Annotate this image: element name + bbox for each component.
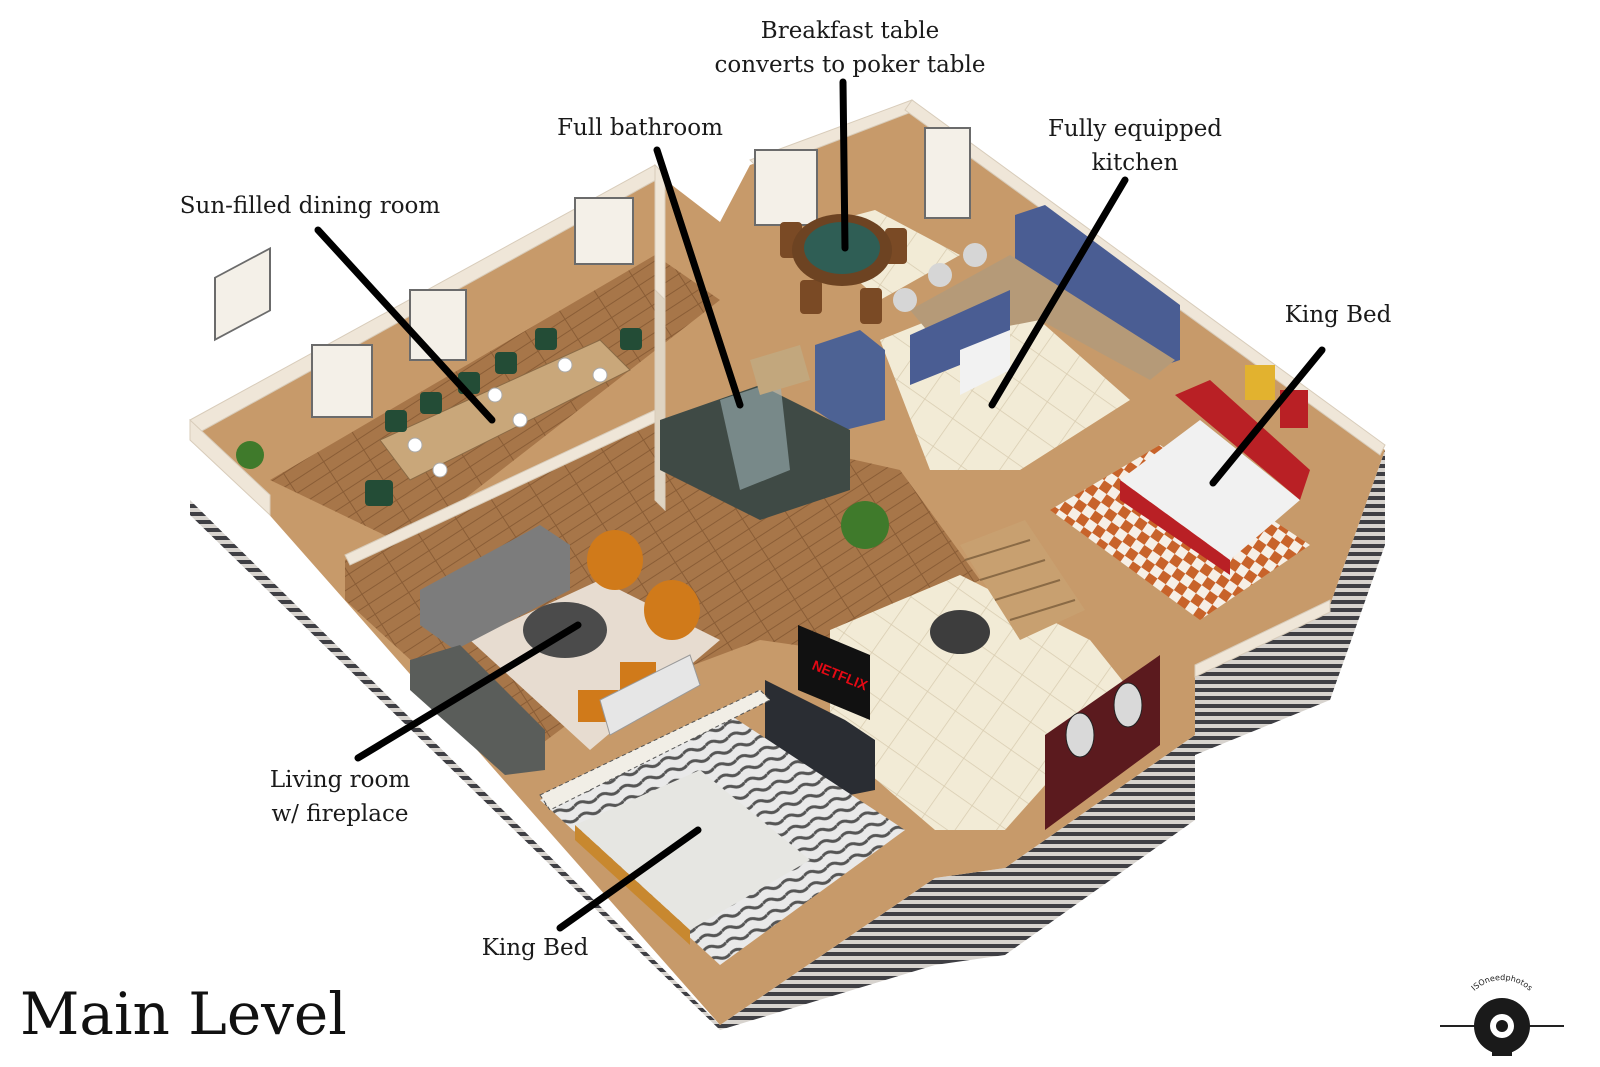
tv-console: NETFLIX [765, 625, 875, 795]
leader-king-bed-right [1209, 346, 1326, 487]
bathroom [660, 345, 850, 520]
label-breakfast-line2: converts to poker table [714, 52, 986, 78]
leader-lines [314, 78, 1326, 932]
label-living-room: Living room w/ fireplace [255, 763, 425, 831]
label-kitchen: Fully equipped kitchen [1035, 112, 1235, 180]
entry-door [1045, 655, 1160, 830]
decor [236, 441, 990, 654]
label-living-line1: Living room [269, 767, 411, 793]
label-dining-room: Sun-filled dining room [165, 189, 455, 223]
svg-text:ISOneedphotos: ISOneedphotos [1470, 973, 1535, 993]
label-king-bed-right-text: King Bed [1284, 302, 1392, 328]
leader-living [354, 621, 582, 762]
leader-king-bed-bottom [556, 826, 702, 932]
exterior-siding [190, 425, 1385, 1030]
label-king-bed-bottom: King Bed [465, 931, 605, 965]
leader-breakfast [839, 78, 849, 252]
label-breakfast-table: Breakfast table converts to poker table [700, 14, 1000, 82]
label-living-line2: w/ fireplace [271, 801, 409, 827]
label-breakfast-line1: Breakfast table [760, 18, 940, 44]
staircase [960, 520, 1085, 640]
watermark-text: ISOneedphotos [1470, 973, 1535, 993]
watermark-logo: ISOneedphotos [1440, 973, 1564, 1056]
label-king-bed-bottom-text: King Bed [481, 935, 589, 961]
leader-bathroom [653, 146, 744, 409]
dining-set [365, 328, 642, 506]
label-kitchen-line1: Fully equipped [1047, 116, 1223, 142]
leader-dining [314, 226, 496, 424]
dining-windows [214, 127, 971, 418]
label-king-bed-right: King Bed [1268, 298, 1408, 332]
label-kitchen-line2: kitchen [1091, 150, 1179, 176]
label-full-bathroom: Full bathroom [540, 111, 740, 145]
leader-kitchen [988, 176, 1129, 409]
label-bathroom-text: Full bathroom [557, 115, 723, 141]
label-dining-text: Sun-filled dining room [179, 193, 441, 219]
poker-table [780, 214, 907, 324]
bottom-bedroom [539, 689, 905, 965]
page-title: Main Level [20, 980, 347, 1048]
